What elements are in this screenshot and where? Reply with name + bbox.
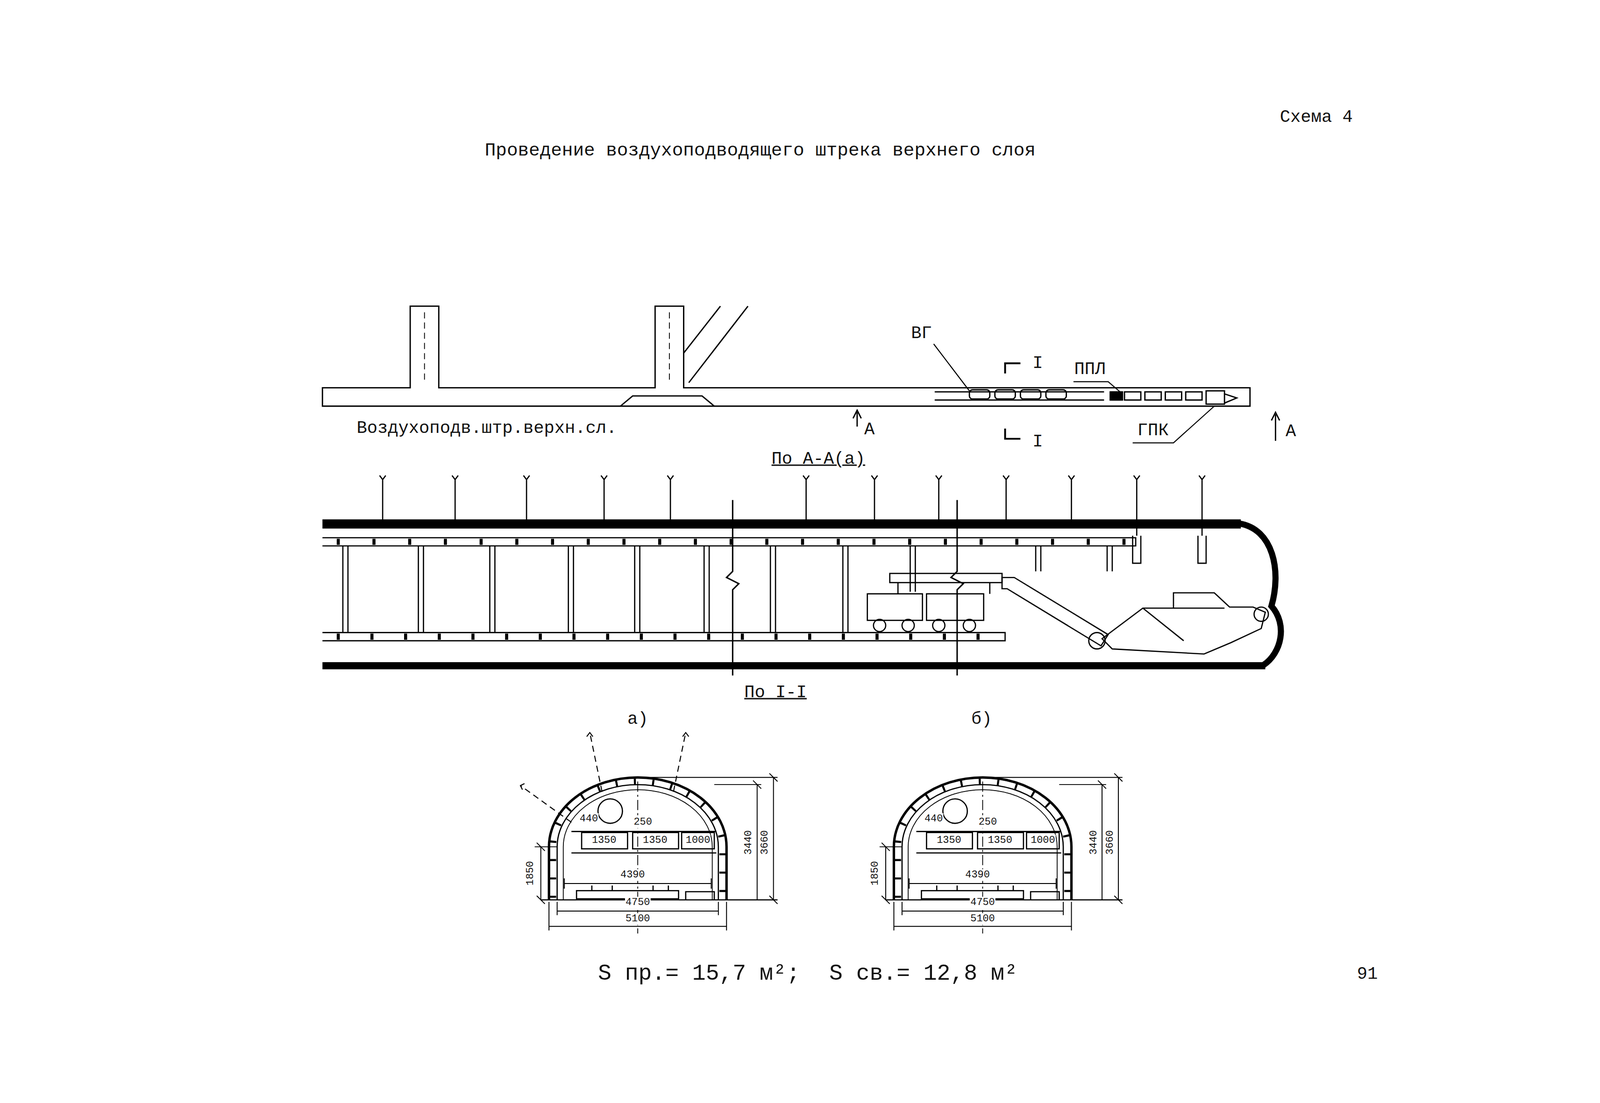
plan-view: [1165, 391, 1182, 400]
drawing-label: I: [1031, 353, 1045, 374]
area-note: S пр.= 15,7 м²;: [596, 961, 802, 988]
drawing-label: а): [625, 709, 650, 730]
plan-view: [322, 306, 1280, 444]
plan-view: [1185, 391, 1202, 400]
longitudinal-section: [322, 632, 1005, 641]
plan-view: [1144, 391, 1162, 400]
longitudinal-section: [322, 519, 1241, 529]
dimension: 5100: [969, 913, 996, 926]
plan-view: [1271, 412, 1280, 441]
longitudinal-section: [1238, 523, 1281, 666]
longitudinal-section: [379, 475, 1206, 536]
drawing-label: 91: [1355, 964, 1380, 985]
dimension: 1000: [685, 834, 711, 847]
dimension: 1350: [642, 834, 668, 847]
roof-bolts: [520, 732, 686, 823]
plan-view: [322, 306, 1251, 407]
dimension: 4390: [964, 869, 990, 882]
plan-view: [1110, 391, 1123, 400]
drawing-label: ППЛ: [1072, 359, 1107, 380]
cross-section-b: [879, 773, 1123, 934]
plan-view: [934, 391, 1105, 400]
dimension: 4390: [619, 869, 646, 882]
dimension: 1850: [869, 860, 882, 887]
dimension: 1350: [987, 834, 1013, 847]
longitudinal-section: [897, 583, 990, 595]
plan-view: [1045, 390, 1067, 400]
plan-view: [1073, 381, 1123, 394]
longitudinal-section: [1132, 535, 1207, 564]
drawing-label: ВГ: [909, 323, 934, 344]
longitudinal-section: [889, 573, 1003, 584]
dimension: 1350: [936, 834, 962, 847]
dimension: 4750: [969, 897, 996, 910]
longitudinal-section: [932, 619, 945, 632]
plan-view: [1132, 406, 1215, 444]
longitudinal-section: [1142, 608, 1225, 641]
plan-view: [1020, 390, 1041, 400]
plan-view: [683, 306, 748, 384]
cross-section-a: [534, 773, 778, 934]
longitudinal-section: [1088, 632, 1106, 650]
plan-view: [933, 343, 970, 391]
plan-view: [620, 396, 715, 407]
dimension: 3660: [759, 830, 772, 856]
longitudinal-section: [867, 594, 923, 621]
longitudinal-section: [336, 633, 1006, 640]
dimension: 250: [632, 816, 653, 829]
drawing-label: ГПК: [1136, 420, 1171, 441]
drawing-label: I: [1031, 431, 1045, 452]
area-note: S св.= 12,8 м²: [827, 961, 1020, 988]
longitudinal-section: [963, 619, 976, 632]
dimension: 250: [978, 816, 998, 829]
longitudinal-section: [322, 662, 1266, 670]
dimension: 440: [579, 813, 599, 825]
plan-view: [1124, 391, 1141, 400]
drawing-label: Воздухоподв.штр.верхн.сл.: [355, 418, 619, 439]
plan-view: [995, 390, 1016, 400]
drawing-label: б): [969, 709, 994, 730]
drawing-label: По А-А(а): [770, 449, 868, 470]
dimension: 1350: [591, 834, 617, 847]
longitudinal-section: [926, 594, 984, 621]
plan-view: [1005, 363, 1021, 440]
longitudinal-section: [873, 619, 886, 632]
longitudinal-section: [1254, 607, 1269, 622]
roof-bolts: [520, 732, 689, 823]
plan-view: [1224, 394, 1237, 404]
drawing-label: А: [862, 419, 876, 440]
plan-view: [424, 312, 670, 383]
plan-view: [1206, 391, 1225, 405]
longitudinal-section: [322, 538, 1136, 547]
longitudinal-section: [726, 500, 964, 676]
longitudinal-section: [902, 619, 915, 632]
plan-view: [969, 390, 990, 400]
dimension: 3440: [1088, 830, 1100, 856]
dimension: 1850: [524, 860, 537, 887]
longitudinal-section: [322, 475, 1281, 676]
drawing-label: По I-I: [742, 682, 809, 704]
dimension: 3440: [743, 830, 755, 856]
dimension: 440: [924, 813, 944, 825]
roof-bolts: [520, 732, 689, 790]
dimension: 3660: [1104, 830, 1117, 856]
longitudinal-section: [1102, 592, 1266, 655]
longitudinal-section: [1002, 577, 1109, 647]
plan-view: [853, 410, 861, 427]
dimension: 4750: [625, 897, 651, 910]
longitudinal-section: [336, 539, 1133, 546]
dimension: 5100: [625, 913, 651, 926]
dimension: 1000: [1030, 834, 1056, 847]
drawing-title: Проведение воздухоподводящего штрека вер…: [483, 140, 1038, 162]
drawing-label: А: [1284, 421, 1298, 442]
longitudinal-section: [342, 546, 1113, 633]
drawing-label: Схема 4: [1278, 107, 1355, 128]
